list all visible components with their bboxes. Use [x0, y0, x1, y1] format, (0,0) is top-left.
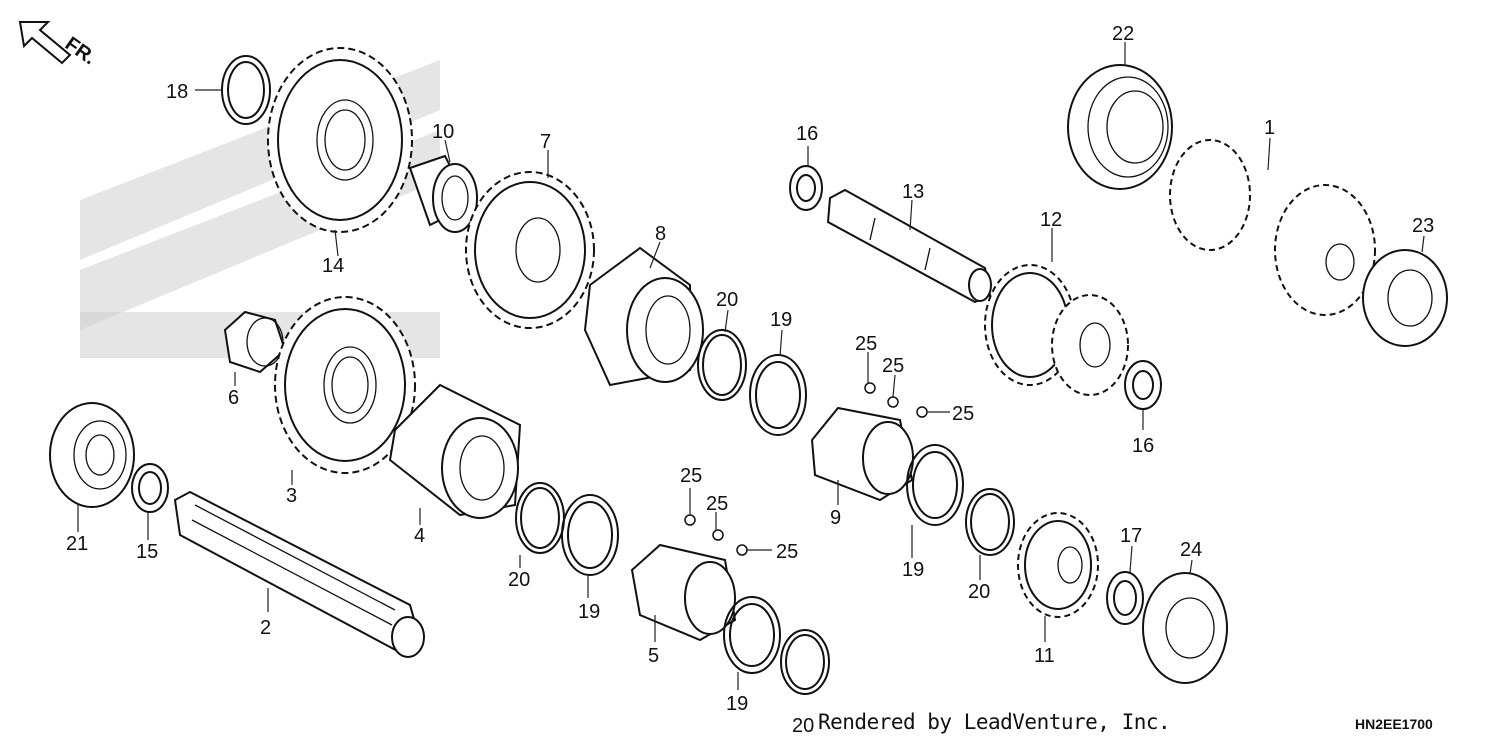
part-19-ring-right [906, 444, 964, 526]
callout-25-d: 25 [680, 465, 702, 487]
callout-16-lower: 16 [1132, 435, 1154, 457]
callout-25-a: 25 [855, 333, 877, 355]
callout-19-upper: 19 [770, 309, 792, 331]
part-16-washer-upper [789, 165, 823, 211]
callout-20-lower: 20 [508, 569, 530, 591]
callout-24: 24 [1180, 539, 1202, 561]
part-20-ring-lower [515, 482, 565, 554]
callout-16-upper: 16 [796, 123, 818, 145]
part-9-splined-bushing [810, 406, 914, 502]
callout-21: 21 [66, 533, 88, 555]
part-19-ring-upper [749, 354, 807, 436]
callout-5: 5 [648, 645, 659, 667]
part-6-needle-bearing [223, 310, 287, 374]
callout-14: 14 [322, 255, 344, 277]
part-12-cluster-gear [984, 264, 1129, 396]
part-8-ribbed-hub [583, 246, 704, 387]
callout-labels: 18 10 7 8 16 13 12 22 1 23 14 6 3 4 20 1… [66, 23, 1434, 737]
part-19-ring-bottom [723, 596, 781, 674]
callout-20-right: 20 [968, 581, 990, 603]
callout-19-bottom: 19 [726, 693, 748, 715]
part-10-collar [408, 154, 478, 233]
callout-10: 10 [432, 121, 454, 143]
part-4-clutch-hub [388, 383, 522, 519]
part-7-gear [465, 171, 595, 329]
part-13-countershaft [826, 188, 992, 304]
part-3-large-gear [274, 296, 416, 474]
part-11-gear [1017, 512, 1099, 618]
part-1-cluster-gear-shaft [1169, 139, 1376, 316]
part-22-ball-bearing [1067, 64, 1173, 190]
part-20-ring-upper [697, 329, 747, 401]
callout-19-right: 19 [902, 559, 924, 581]
part-19-ring-lower [561, 494, 619, 576]
callout-3: 3 [286, 485, 297, 507]
callout-12: 12 [1040, 209, 1062, 231]
callout-25-b: 25 [882, 355, 904, 377]
part-24-ball-bearing [1142, 572, 1228, 684]
part-14-large-gear [267, 47, 413, 233]
callout-17: 17 [1120, 525, 1142, 547]
callout-25-c: 25 [952, 403, 974, 425]
part-17-washer [1106, 571, 1144, 625]
part-18-ring [221, 55, 271, 125]
callout-4: 4 [414, 525, 425, 547]
callout-25-f: 25 [776, 541, 798, 563]
callout-8: 8 [655, 223, 666, 245]
part-21-ball-bearing [49, 402, 135, 508]
part-5-splined-bushing [630, 543, 737, 642]
part-16-washer-lower [1124, 360, 1162, 410]
callout-18: 18 [166, 81, 188, 103]
front-direction-arrow-icon [18, 21, 72, 65]
callout-20-bottom: 20 [792, 715, 814, 737]
callout-2: 2 [260, 617, 271, 639]
callout-6: 6 [228, 387, 239, 409]
callout-11: 11 [1034, 645, 1055, 667]
callout-9: 9 [830, 507, 841, 529]
part-23-ball-bearing [1362, 249, 1448, 347]
leader-lines [77, 42, 1425, 690]
render-credit: Rendered by LeadVenture, Inc. [818, 710, 1171, 734]
callout-23: 23 [1412, 215, 1434, 237]
callout-13: 13 [902, 181, 924, 203]
part-2-splined-shaft [173, 490, 425, 658]
part-25-balls [684, 382, 928, 556]
part-20-ring-bottom [780, 629, 830, 695]
drawing-code: HN2EE1700 [1355, 716, 1433, 732]
callout-1: 1 [1264, 117, 1275, 139]
callout-19-lower: 19 [578, 601, 600, 623]
callout-25-e: 25 [706, 493, 728, 515]
callout-15: 15 [136, 541, 158, 563]
callout-22: 22 [1112, 23, 1134, 45]
part-20-ring-right [965, 488, 1015, 556]
part-15-washer [131, 463, 169, 513]
callout-7: 7 [540, 131, 551, 153]
callout-20-upper: 20 [716, 289, 738, 311]
